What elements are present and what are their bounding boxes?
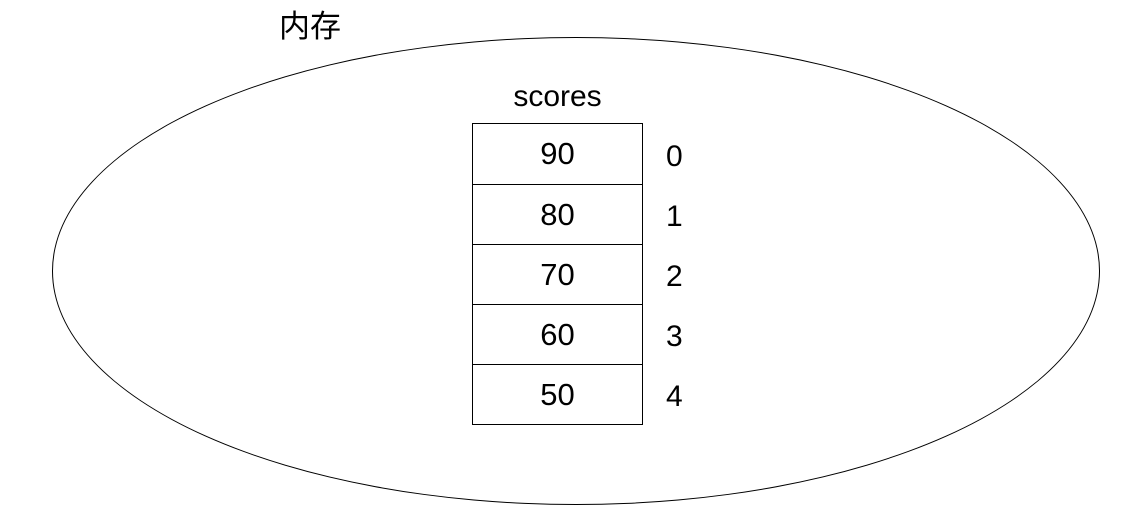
array-cell: 80 [473,184,642,244]
array-cell: 50 [473,364,642,424]
index-label: 2 [666,260,683,293]
array-cell: 60 [473,304,642,364]
array-cell: 70 [473,244,642,304]
memory-label: 内存 [279,9,341,44]
memory-boundary-ellipse [52,37,1100,505]
index-label: 0 [666,140,683,173]
array-box: 90 80 70 60 50 [472,123,643,425]
array-name-label: scores [513,80,602,113]
index-label: 1 [666,200,683,233]
index-label: 4 [666,380,683,413]
array-cell: 90 [540,136,575,171]
index-label: 3 [666,320,683,353]
index-column: 0 1 2 3 4 [666,123,706,423]
